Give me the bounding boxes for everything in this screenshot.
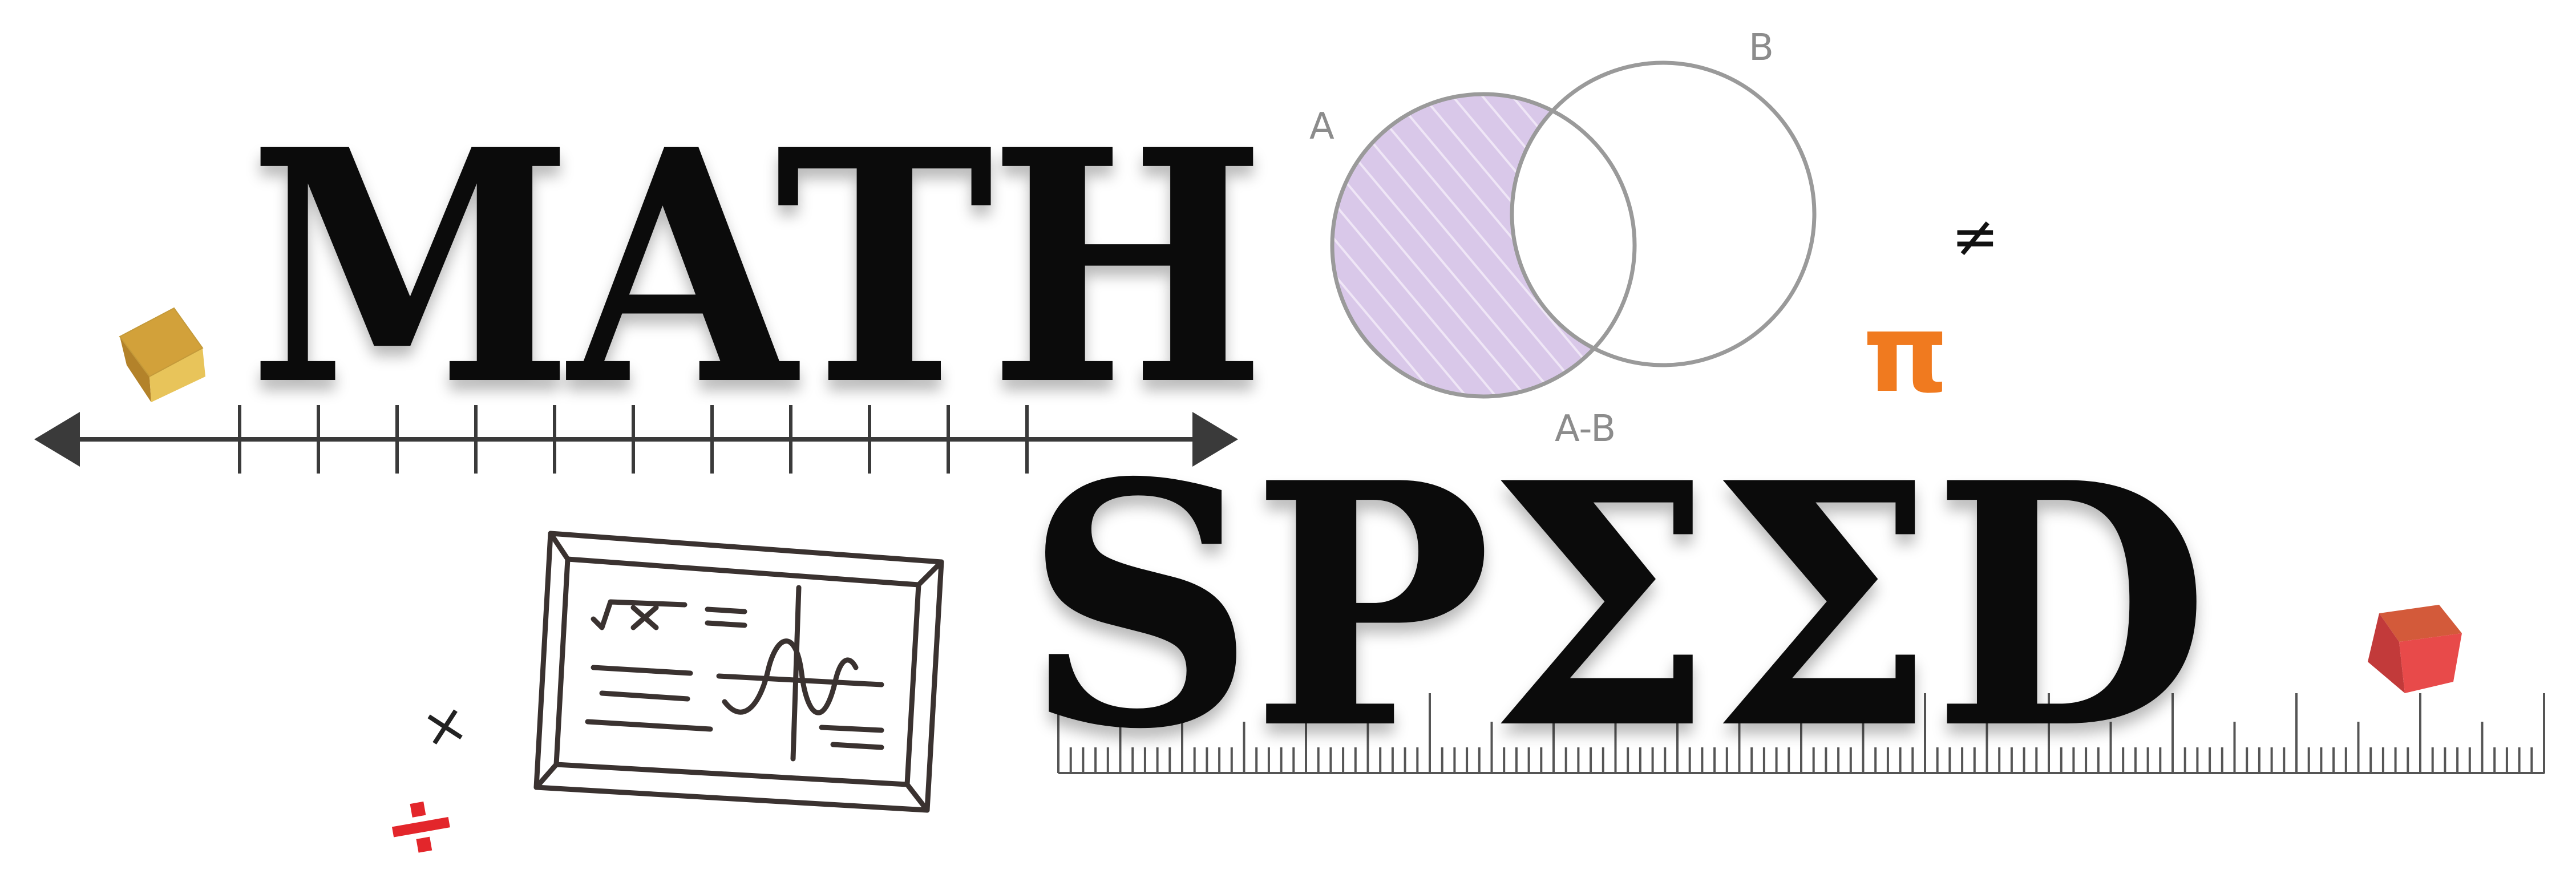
venn-label-a-minus-b: A-B bbox=[1555, 408, 1616, 450]
venn-label-b: B bbox=[1749, 27, 1774, 69]
ruler-icon bbox=[1057, 693, 2545, 774]
red-cube-icon bbox=[2368, 605, 2462, 693]
divide-symbol: ÷ bbox=[373, 764, 468, 884]
title-speed: SPΣΣD bbox=[1024, 410, 2210, 802]
title-math: MATH bbox=[248, 80, 1266, 456]
number-line-icon bbox=[34, 405, 1238, 474]
not-equal-symbol: ≠ bbox=[1951, 203, 1999, 270]
venn-diagram-icon bbox=[1330, 60, 1817, 399]
pi-symbol: π bbox=[1863, 290, 1949, 416]
venn-label-a: A bbox=[1309, 106, 1334, 148]
chalkboard-graph-icon bbox=[533, 531, 944, 813]
yellow-cube-icon bbox=[119, 307, 205, 402]
